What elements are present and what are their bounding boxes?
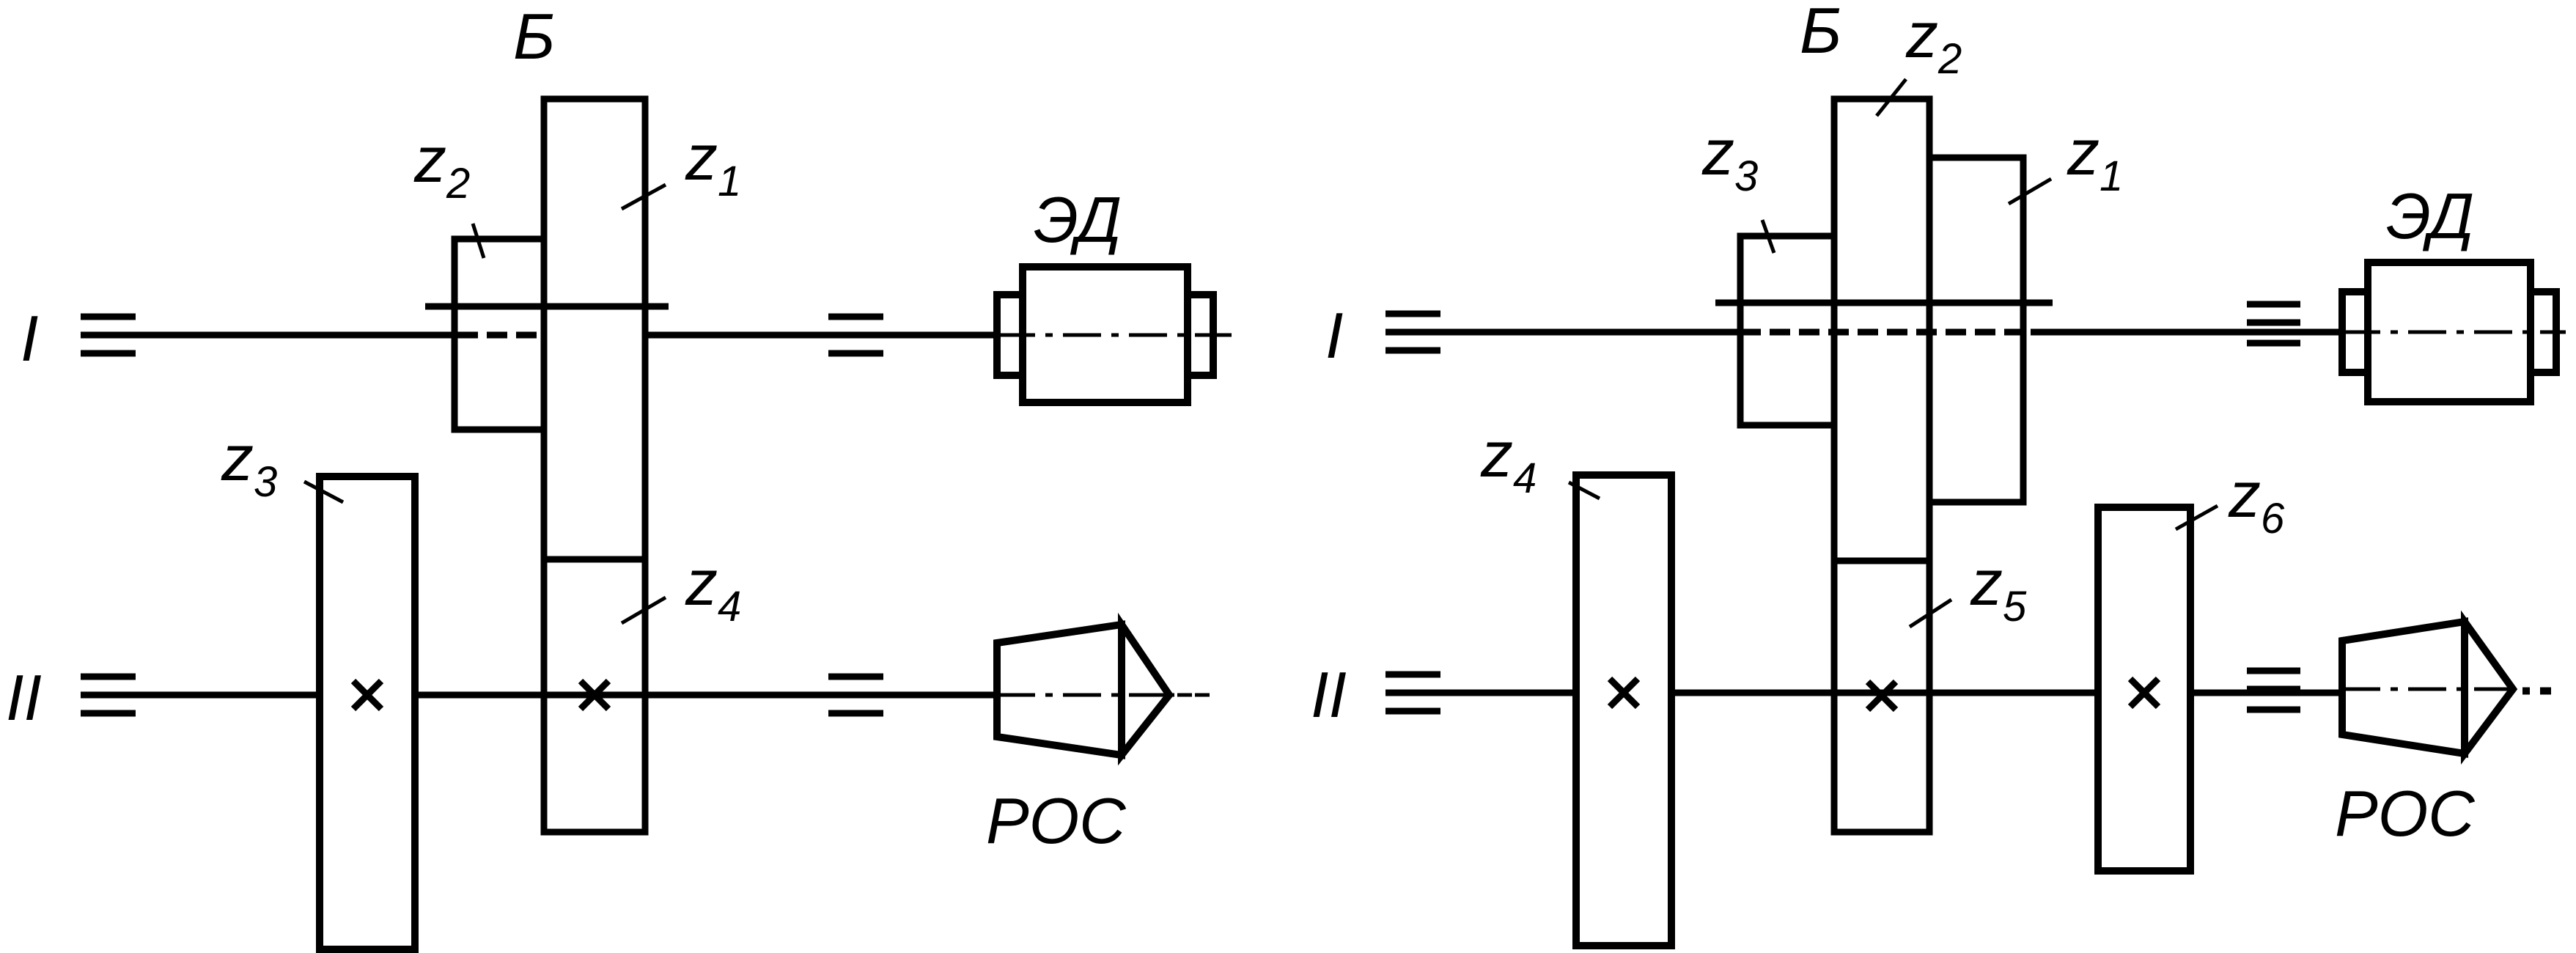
right-cross-z6 [2127,676,2161,710]
right-cross-z4 [1607,676,1641,710]
right-cross-z5 [1865,679,1899,713]
right-z6-label: z6 [2228,458,2285,542]
left-z4-label: z4 [685,546,741,630]
left-shaft-2-label: II [6,661,42,734]
right-z3-label: z3 [1701,116,1758,200]
right-gear-z5 [1830,557,1933,836]
right-z4-label: z4 [1480,418,1537,502]
right-shaft-2-label: II [1311,658,1347,731]
left-sensor: РОС [986,612,1210,857]
right-shaft-1: I [1325,299,2566,372]
left-block-label: Б [513,0,555,73]
right-sensor-label: РОС [2335,777,2476,850]
right-motor-label: ЭД [2386,180,2474,252]
left-sensor-label: РОС [986,784,1127,857]
left-gear-z3 [316,473,419,953]
left-motor-label: ЭД [1034,183,1122,256]
right-gear-z1 [1926,154,2027,506]
right-sensor: РОС [2335,610,2551,850]
left-z3-label: z3 [221,422,277,506]
right-motor: ЭД [2338,180,2566,405]
left-cross-z3 [350,678,384,712]
left-z1-label: z1 [685,121,741,205]
right-gear-z4 [1572,471,1675,949]
left-gear-z4 [540,556,649,836]
right-z1-label: z1 [2067,116,2123,200]
left-shaft-1-label: I [21,302,38,375]
right-scheme: I II [1311,0,2566,949]
left-scheme: I II [6,0,1232,953]
right-z2-label: z2 [1905,0,1962,83]
left-gear-z1 [540,95,649,563]
left-cross-z4 [578,678,611,712]
left-z2-label: z2 [413,123,470,207]
right-z5-label: z5 [1970,546,2027,630]
left-motor: ЭД [993,183,1232,406]
right-shaft-1-label: I [1325,299,1343,372]
right-block-label: Б [1800,0,1841,67]
